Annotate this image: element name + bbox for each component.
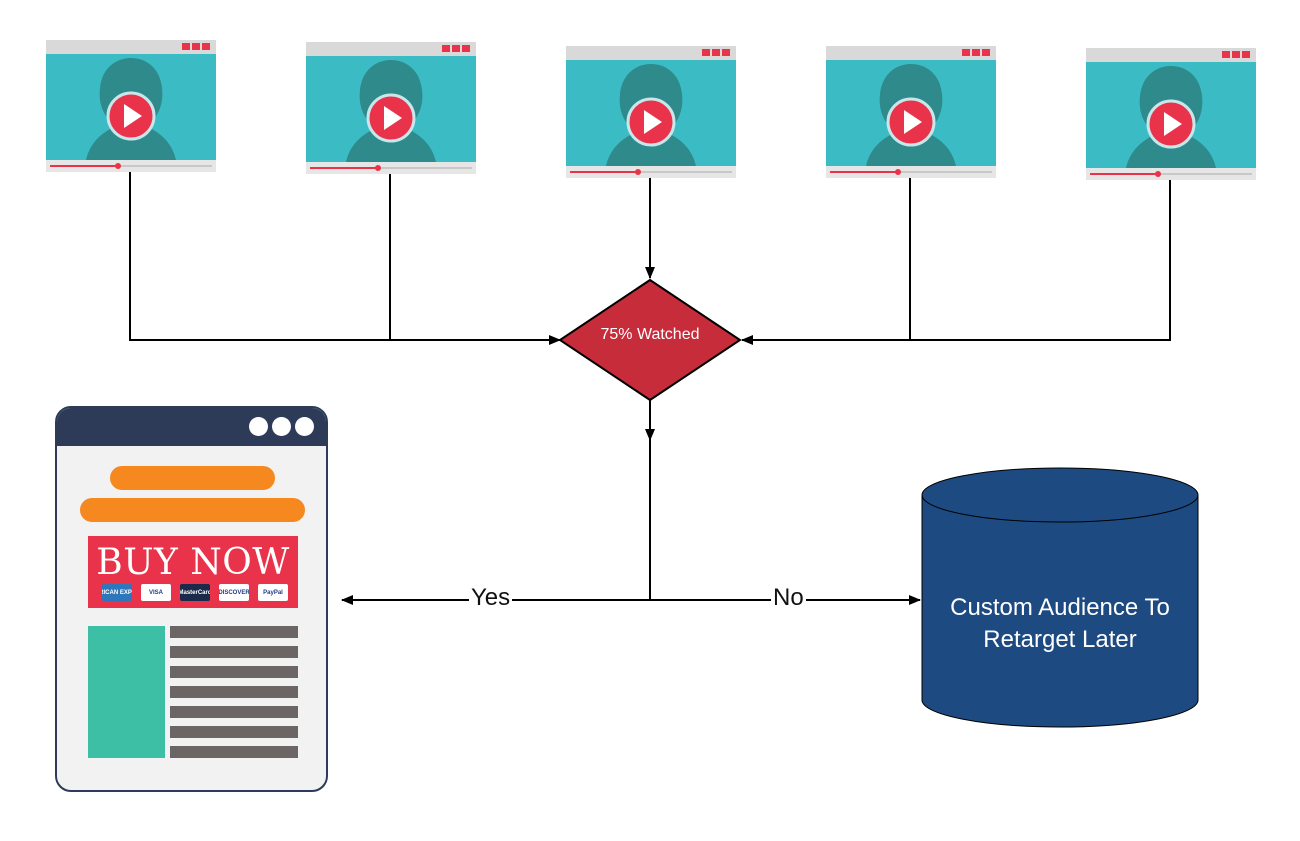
connector-video-1	[129, 170, 390, 341]
buy-now-label: BUY NOW	[96, 542, 290, 583]
decision-diamond	[558, 278, 742, 402]
video-thumbnail[interactable]	[306, 42, 476, 174]
person-silhouette-icon	[606, 64, 696, 166]
audience-label-line-1: Custom Audience To	[950, 594, 1170, 621]
paypal-card-icon: PayPal	[258, 584, 288, 601]
window-bar	[306, 42, 476, 56]
progress-bar[interactable]	[566, 166, 736, 178]
text-line	[170, 706, 298, 718]
progress-bar[interactable]	[826, 166, 996, 178]
text-line	[170, 746, 298, 758]
window-bar	[46, 40, 216, 54]
sales-page-header	[57, 408, 326, 446]
video-screen	[46, 54, 216, 160]
text-line	[170, 626, 298, 638]
subheadline-bar	[80, 498, 305, 522]
progress-bar[interactable]	[306, 162, 476, 174]
sales-page: BUY NOW AMERICAN EXPRESS VISA MasterCard…	[55, 406, 328, 792]
window-bar	[1086, 48, 1256, 62]
audience-label-line-2: Retarget Later	[983, 626, 1137, 653]
play-icon	[106, 91, 156, 141]
decision-label: 75% Watched	[600, 326, 700, 343]
headline-bar	[110, 466, 275, 490]
visa-card-icon: VISA	[141, 584, 171, 601]
connector-video-2	[389, 172, 561, 345]
progress-bar[interactable]	[46, 160, 216, 172]
text-line	[170, 666, 298, 678]
text-line	[170, 726, 298, 738]
play-icon	[1146, 99, 1196, 149]
audience-label: Custom Audience To Retarget Later	[922, 592, 1198, 656]
video-screen	[566, 60, 736, 166]
play-icon	[366, 93, 416, 143]
mastercard-card-icon: MasterCard	[180, 584, 210, 601]
product-image-placeholder	[88, 626, 165, 758]
play-icon	[886, 97, 936, 147]
play-icon	[626, 97, 676, 147]
no-label: No	[771, 584, 806, 611]
video-thumbnail[interactable]	[826, 46, 996, 178]
payment-cards: AMERICAN EXPRESS VISA MasterCard DISCOVE…	[102, 584, 288, 601]
video-thumbnail[interactable]	[46, 40, 216, 172]
video-thumbnail[interactable]	[566, 46, 736, 178]
text-line	[170, 646, 298, 658]
video-screen	[1086, 62, 1256, 168]
person-silhouette-icon	[866, 64, 956, 166]
person-silhouette-icon	[1126, 66, 1216, 168]
yes-label: Yes	[469, 584, 513, 611]
person-silhouette-icon	[346, 60, 436, 162]
text-line	[170, 686, 298, 698]
connector-video-4	[741, 178, 911, 345]
buy-now-banner[interactable]: BUY NOW AMERICAN EXPRESS VISA MasterCard…	[88, 536, 298, 608]
amex-card-icon: AMERICAN EXPRESS	[102, 584, 132, 601]
progress-bar[interactable]	[1086, 168, 1256, 180]
discover-card-icon: DISCOVER	[219, 584, 249, 601]
window-bar	[566, 46, 736, 60]
connector-video-5	[910, 180, 1171, 341]
video-screen	[826, 60, 996, 166]
window-bar	[826, 46, 996, 60]
window-dots-icon	[249, 417, 314, 436]
video-thumbnail[interactable]	[1086, 48, 1256, 180]
video-screen	[306, 56, 476, 162]
database-cylinder	[921, 467, 1199, 728]
person-silhouette-icon	[86, 58, 176, 160]
